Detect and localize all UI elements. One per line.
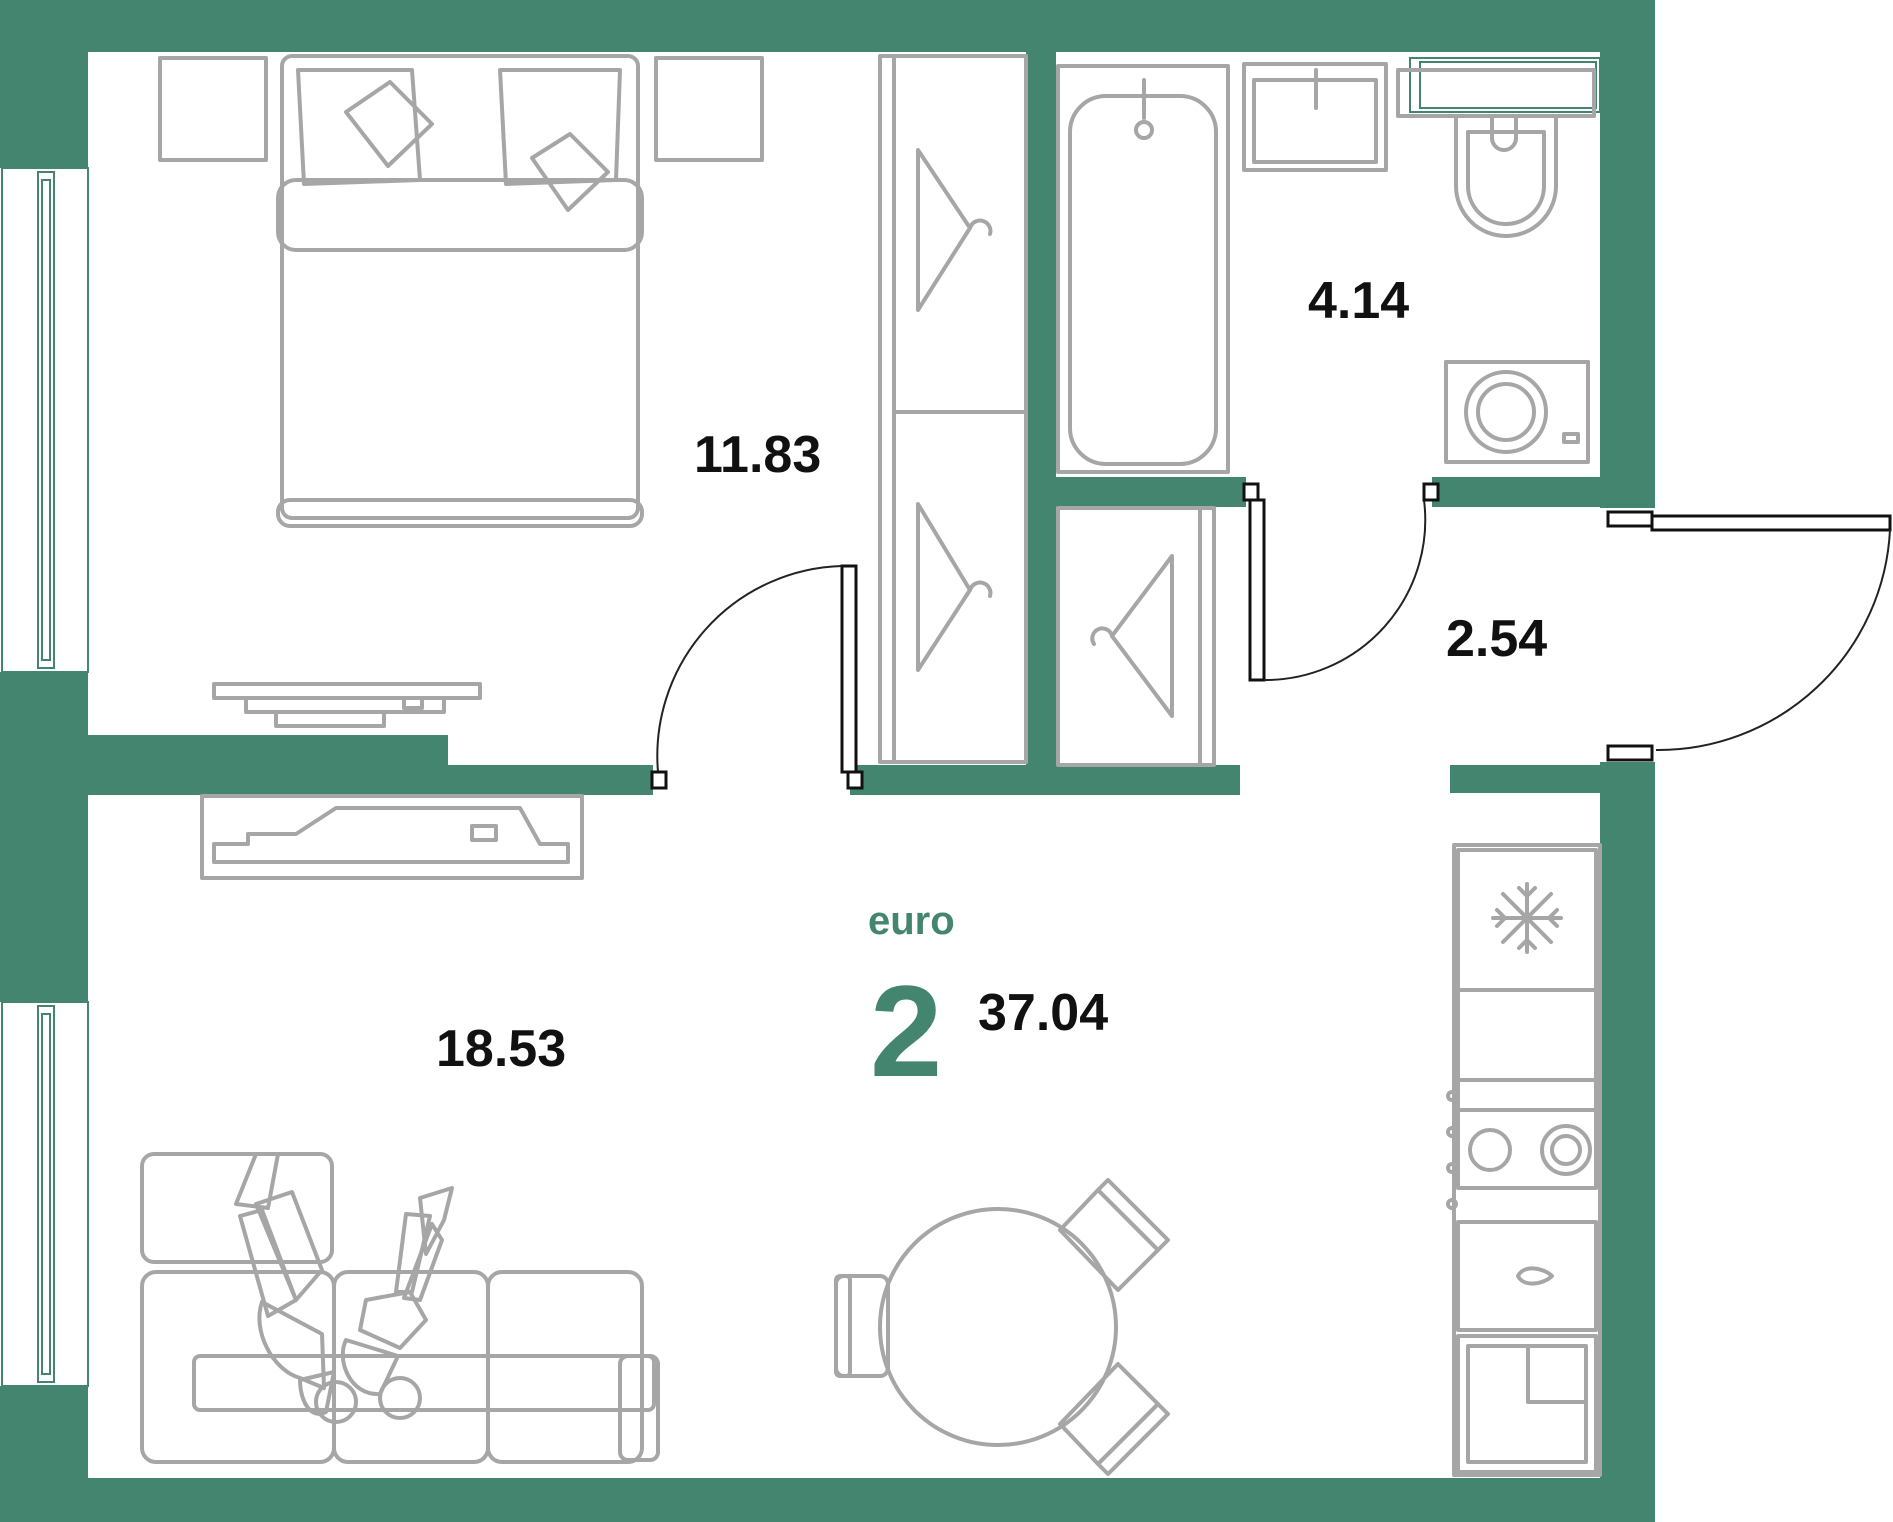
chair-left [834, 1274, 890, 1378]
toilet [1396, 68, 1596, 238]
bedroom-area-label: 11.83 [694, 426, 821, 484]
bathroom-wall-bottom-right [1432, 477, 1600, 507]
tv-stand-bedroom [212, 682, 482, 728]
outer-wall-right [1600, 0, 1655, 508]
chair-top-right [1058, 1178, 1170, 1292]
counter-1 [1456, 988, 1598, 1082]
washing-machine [1444, 360, 1590, 464]
bedroom-door [650, 564, 864, 790]
outer-wall-left-top [0, 0, 88, 168]
wardrobe-hall [1056, 506, 1216, 767]
bedroom-wall-bottom-right [448, 765, 653, 795]
people-on-sofa [234, 1152, 454, 1424]
kitchen-sink [1456, 1220, 1598, 1332]
outer-wall-right-lower [1600, 762, 1655, 1522]
bathroom-wall-bottom-left [1056, 477, 1246, 507]
apartment-type-label: euro [868, 899, 955, 943]
entrance-door [1606, 510, 1892, 762]
nightstand-left [158, 56, 268, 162]
dining-table [834, 1178, 1170, 1476]
tv-stand-living [200, 794, 584, 880]
living-furniture [140, 794, 1170, 1476]
bathroom-area-label: 4.14 [1308, 272, 1409, 330]
doors [650, 482, 1892, 790]
total-area-label: 37.04 [978, 984, 1108, 1042]
living-area-label: 18.53 [436, 1020, 566, 1078]
walls [0, 0, 1655, 1522]
area-labels: 11.83 4.14 2.54 18.53 [436, 272, 1547, 1078]
sofa [140, 1152, 660, 1464]
bedroom-wall-bottom [88, 735, 448, 795]
rooms-count: 2 [870, 958, 942, 1104]
bedroom-window [1, 167, 89, 673]
kitchen [1446, 843, 1602, 1477]
bed [276, 54, 644, 528]
stove [1446, 1078, 1598, 1210]
kitchen-wall-top [1450, 765, 1600, 793]
living-window [1, 1001, 89, 1387]
bathroom-fixtures [1056, 62, 1596, 474]
wardrobe-bedroom [878, 54, 1028, 764]
chair-bottom-right [1058, 1362, 1170, 1476]
outer-wall-bottom [0, 1478, 1655, 1522]
bathroom-door [1242, 482, 1440, 682]
outer-wall-left-mid [0, 672, 88, 1002]
fridge [1456, 848, 1598, 992]
hallway-area-label: 2.54 [1446, 610, 1547, 668]
counter-2 [1456, 1334, 1598, 1474]
nightstand-right [654, 56, 764, 162]
outer-wall-top [0, 0, 1655, 52]
sink [1242, 62, 1388, 172]
bathroom-window [1409, 57, 1601, 113]
outer-wall-left-bottom [0, 1386, 88, 1522]
wardrobe-wall-bottom [850, 765, 1240, 795]
bedroom-furniture [158, 54, 764, 728]
bathtub [1056, 64, 1230, 474]
apartment-info: euro 2 37.04 [868, 899, 1108, 1104]
bathroom-wall-left [1026, 52, 1056, 765]
